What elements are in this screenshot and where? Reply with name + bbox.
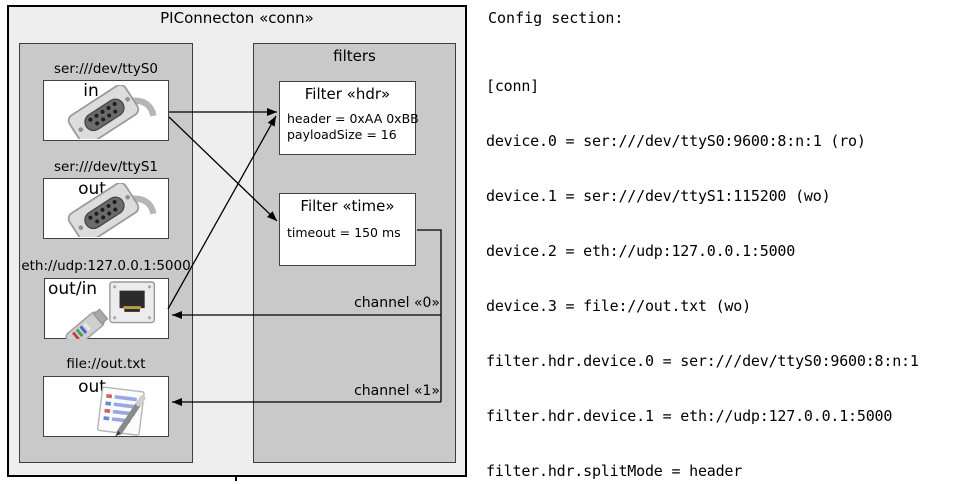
- config-line: device.3 = file://out.txt (wo): [486, 296, 751, 315]
- ethernet-connector-icon: [65, 281, 156, 339]
- config-line: filter.hdr.device.0 = ser:///dev/ttyS0:9…: [486, 351, 919, 370]
- config-line: device.2 = eth://udp:127.0.0.1:5000: [486, 241, 796, 260]
- filter-title: Filter «hdr»: [304, 85, 391, 103]
- device-direction-label: out/in: [48, 279, 98, 299]
- filter-property: timeout = 150 ms: [287, 225, 401, 240]
- serial-connector-icon: [56, 85, 160, 139]
- diagram-title: PIConnecton «conn»: [160, 9, 314, 27]
- device-direction-label: in: [83, 81, 99, 101]
- config-text: [conn] device.0 = ser:///dev/ttyS0:9600:…: [486, 40, 928, 484]
- filter-hdr-box: Filter «hdr» header = 0xAA 0xBB payloadS…: [279, 81, 419, 155]
- filter-time-box: Filter «time» timeout = 150 ms: [279, 193, 416, 266]
- config-line: device.0 = ser:///dev/ttyS0:9600:8:n:1 (…: [486, 131, 866, 150]
- config-line: device.1 = ser:///dev/ttyS1:115200 (wo): [486, 186, 831, 205]
- filter-property: header = 0xAA 0xBB: [287, 111, 419, 126]
- filter-properties: timeout = 150 ms: [287, 225, 401, 241]
- filter-title: Filter «time»: [300, 197, 395, 215]
- config-section-heading: Config section:: [488, 9, 624, 27]
- filter-properties: header = 0xAA 0xBB payloadSize = 16: [287, 111, 419, 143]
- channel-1-label: channel «1»: [354, 383, 440, 399]
- config-line: [conn]: [486, 76, 539, 95]
- filters-panel-label: filters: [333, 47, 376, 65]
- device-url-label: ser:///dev/ttyS0: [54, 61, 158, 77]
- config-line: filter.hdr.splitMode = header: [486, 461, 743, 480]
- config-line: filter.hdr.device.1 = eth://udp:127.0.0.…: [486, 406, 893, 425]
- filter-property: payloadSize = 16: [287, 127, 397, 142]
- serial-connector-icon: [56, 183, 160, 237]
- device-url-label: ser:///dev/ttyS1: [54, 159, 158, 175]
- device-direction-label: out: [78, 377, 106, 397]
- device-direction-label: out: [78, 179, 106, 199]
- device-url-label: eth://udp:127.0.0.1:5000: [21, 258, 191, 274]
- notepad-icon: [96, 386, 146, 438]
- device-url-label: file://out.txt: [66, 356, 146, 372]
- channel-0-label: channel «0»: [354, 295, 440, 311]
